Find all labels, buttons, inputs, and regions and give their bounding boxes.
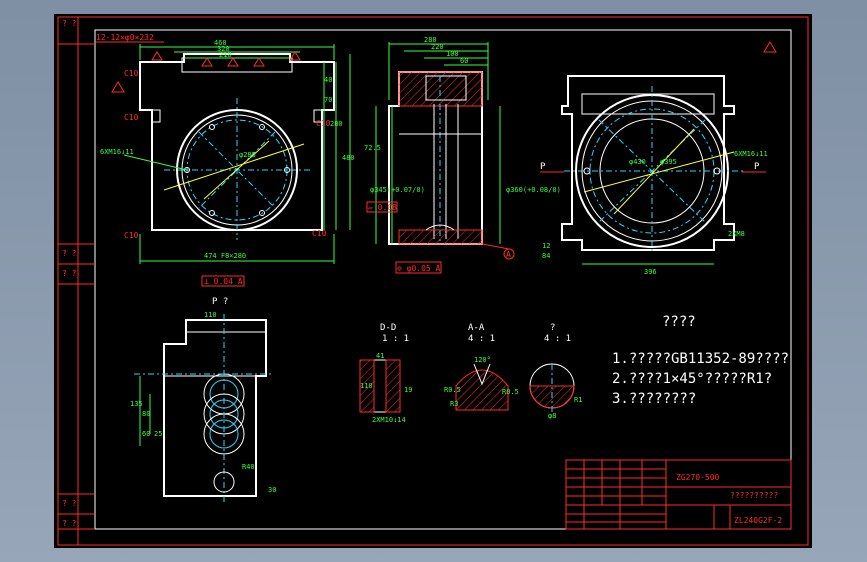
lower-dim: 110: [204, 311, 217, 319]
lower-dim: 30: [268, 486, 276, 494]
front-dim-right: 40: [324, 76, 332, 84]
title-material: ZG270-500: [676, 473, 720, 482]
section-dim: 41: [376, 352, 384, 360]
section-dim: R0.5: [502, 388, 519, 396]
side-bottom-tol: ⊚ φ0.05 A: [397, 264, 441, 273]
side-dim-right: φ360(+0.08/0): [506, 186, 561, 194]
section-p-left: P: [540, 162, 546, 172]
left-strip: ? ? ? ? ? ? ? ? ? ?: [58, 17, 95, 545]
side-dim-left: 72.5: [364, 144, 381, 152]
strip-mark: ? ?: [62, 19, 77, 28]
front-tol: C10: [124, 231, 139, 240]
title-block: ZG270-500 ?????????? ZL240G2F-2: [565, 459, 792, 530]
section-d-scale: 1 : 1: [382, 334, 409, 344]
section-d-label: D-D: [380, 323, 396, 333]
front-tol: C10: [124, 69, 139, 78]
inner-frame: [94, 29, 792, 530]
side-tol: ▱ 0.08: [368, 203, 397, 212]
detail-scale: 4 : 1: [544, 334, 571, 344]
front-holes: 6XM16↓11: [100, 148, 134, 156]
side-view: 280 220 100 60 72.5 φ345(+0.07/0) φ360(+…: [364, 36, 561, 274]
section-dim: R0.5: [444, 386, 461, 394]
notes-title: ????: [662, 314, 696, 330]
detail-label: ?: [550, 323, 555, 333]
section-a-label: A-A: [468, 323, 485, 333]
strip-mark: ? ?: [62, 519, 77, 528]
section-dim: 110: [360, 382, 373, 390]
technical-notes: ???? 1.?????GB11352-89???? 2.????1×45°??…: [612, 314, 789, 407]
front-dim-right: 480: [342, 154, 355, 162]
right-dim: 2XM8: [728, 230, 745, 238]
lower-view: P ? 110 135 80 60 25 R40 30: [130, 297, 276, 504]
right-view: φ430 φ395 6XM16↓11 396 2XM8 12 84 P P: [540, 41, 777, 276]
view-p-label: P ?: [212, 297, 228, 307]
lower-dim: 25: [154, 430, 162, 438]
strip-mark: ? ?: [62, 249, 77, 258]
section-dim: R3: [450, 400, 458, 408]
right-dim: 12: [542, 242, 550, 250]
front-tol: C10: [124, 113, 139, 122]
drawing-sheet[interactable]: ? ? ? ? ? ? ? ? ? ? 12-12×φ0×232 φ285 6X…: [54, 14, 812, 548]
front-dim-right: 70: [324, 96, 332, 104]
side-dim-top: 60: [460, 57, 468, 65]
section-dim: 19: [404, 386, 412, 394]
front-dim-right: 280: [330, 120, 343, 128]
lower-dim: 135: [130, 400, 143, 408]
outer-border: [57, 16, 809, 546]
section-dim: φ8: [548, 412, 556, 420]
front-tol: C10: [312, 229, 327, 238]
front-top-note: 12-12×φ0×232: [96, 33, 154, 42]
section-dim: 2XM10↓14: [372, 416, 406, 424]
section-views: D-D 1 : 1 110 41 19 2XM10↓14 A-A 4 : 1 1…: [359, 323, 582, 424]
lower-dim: 80: [142, 410, 150, 418]
front-dim-top: 210: [219, 51, 232, 59]
strip-mark: ? ?: [62, 269, 77, 278]
right-dim: 6XM16↓11: [734, 150, 768, 158]
right-dim: 84: [542, 252, 550, 260]
side-dim-left: φ345(+0.07/0): [370, 186, 425, 194]
front-tol: C10: [316, 119, 331, 128]
front-dim-bottom: 474 F8×280: [204, 252, 246, 260]
lower-dim: R40: [242, 463, 255, 471]
note-line: 2.????1×45°?????R1?: [612, 371, 772, 387]
front-dim-top: 460: [214, 39, 227, 47]
right-dim: 396: [644, 268, 657, 276]
title-drawing-number: ZL240G2F-2: [734, 516, 782, 525]
side-datum: A: [506, 250, 511, 259]
right-dim: φ430: [629, 158, 646, 166]
side-dim-top: 220: [431, 43, 444, 51]
drawing-canvas: ? ? ? ? ? ? ? ? ? ? 12-12×φ0×232 φ285 6X…: [57, 16, 809, 546]
note-line: 1.?????GB11352-89????: [612, 351, 789, 367]
side-dim-top: 280: [424, 36, 437, 44]
front-dim-top: 320: [217, 45, 230, 53]
front-datum: ⊥ 0.04 A: [204, 277, 243, 286]
side-dim-top: 100: [446, 50, 459, 58]
section-dim: R1: [574, 396, 582, 404]
right-dim: φ395: [660, 158, 677, 166]
title-part-name: ??????????: [730, 491, 778, 500]
front-pcd: φ285: [239, 151, 256, 159]
strip-mark: ? ?: [62, 499, 77, 508]
section-p-right: P: [754, 162, 760, 172]
section-a-scale: 4 : 1: [468, 334, 495, 344]
lower-dim: 60: [142, 430, 150, 438]
section-dim: 120°: [474, 356, 491, 364]
front-view: 12-12×φ0×232 φ285 6XM16↓11 460 320 210: [96, 33, 355, 287]
note-line: 3.????????: [612, 391, 696, 407]
